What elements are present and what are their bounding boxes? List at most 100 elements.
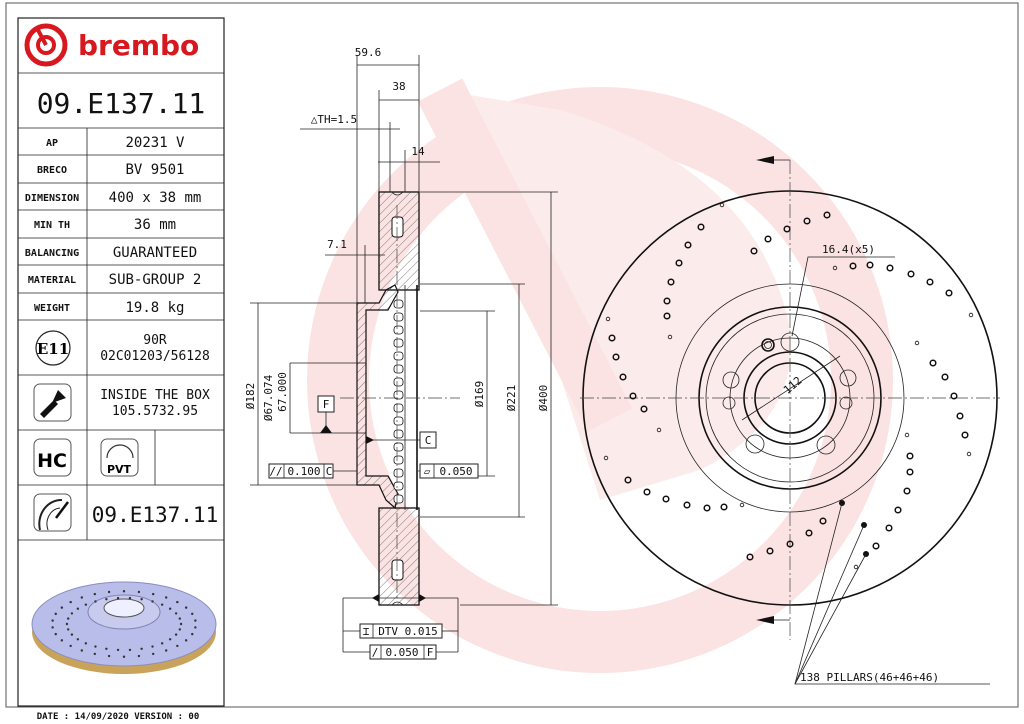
spec-row-breco: BRECO BV 9501 — [37, 162, 185, 178]
drill-hole — [619, 373, 627, 381]
bolt-hole-label: 16.4(x5) — [822, 243, 875, 256]
screws-line1: INSIDE THE BOX — [100, 388, 210, 403]
spec-value: 20231 V — [125, 135, 185, 151]
e11-mark-icon — [35, 330, 71, 366]
drill-hole — [750, 247, 758, 255]
spec-value: 400 x 38 mm — [109, 190, 202, 206]
spec-value: GUARANTEED — [113, 245, 197, 261]
title-block — [17, 17, 225, 707]
drill-hole — [786, 540, 794, 548]
drill-hole — [608, 334, 616, 342]
drill-hole — [906, 468, 914, 476]
drill-hole — [961, 431, 969, 439]
drill-hole — [805, 529, 813, 537]
spec-value: 19.8 kg — [125, 300, 184, 316]
pvt-badge: PVT — [100, 438, 139, 477]
drill-hole — [675, 259, 683, 267]
runout-frame: / 0.050 F — [369, 644, 437, 660]
dim-59-6: 59.6 — [355, 46, 382, 59]
spec-value: 36 mm — [134, 217, 176, 233]
svg-text:⌶: ⌶ — [363, 625, 370, 638]
hub-hat — [356, 284, 399, 510]
approval-line1: 90R — [143, 333, 167, 348]
front-view: 112 16.4(x5) 138 PILLARS(46+46+46) — [580, 156, 1000, 685]
friction-ring-top — [378, 191, 420, 291]
drill-hole-small — [966, 451, 972, 457]
spec-label: AP — [46, 138, 58, 149]
part-number: 09.E137.11 — [37, 87, 206, 120]
dia-182: Ø182 — [244, 383, 257, 410]
screws-row: INSIDE THE BOX 105.5732.95 — [33, 383, 210, 422]
disc-render-image — [31, 581, 217, 674]
drill-hole-small — [603, 455, 609, 461]
dia-221: Ø221 — [505, 385, 518, 412]
drill-hole — [683, 501, 691, 509]
drill-hole — [866, 261, 874, 269]
brembo-logo: brembo — [24, 23, 199, 67]
section-view: 59.6 38 △TH=1.5 14 7.1 Ø182 Ø67.074 67.0… — [244, 46, 558, 660]
bolt-hole — [780, 332, 800, 352]
spec-value: SUB-GROUP 2 — [109, 272, 202, 288]
dia-400: Ø400 — [537, 385, 550, 412]
dtv-frame: ⌶ DTV 0.015 — [359, 623, 443, 639]
bolt-hole — [816, 435, 836, 455]
spec-label: BRECO — [37, 165, 67, 176]
drill-hole — [684, 241, 692, 249]
svg-text:0.100: 0.100 — [287, 465, 320, 478]
drill-hole — [746, 553, 754, 561]
spec-row-ap: AP 20231 V — [46, 135, 185, 151]
drill-hole — [945, 289, 953, 297]
drill-hole — [956, 412, 964, 420]
drill-hole-small — [719, 202, 725, 208]
footer-part-number: 09.E137.11 — [92, 503, 218, 527]
sheet-border — [5, 2, 1019, 708]
drill-hole-small — [904, 432, 910, 438]
delta-th: △TH=1.5 — [311, 113, 357, 126]
drill-hole — [950, 392, 958, 400]
pillars-label: 138 PILLARS(46+46+46) — [800, 671, 939, 684]
date-version: DATE : 14/09/2020 VERSION : 00 — [37, 712, 200, 722]
drill-hole — [885, 524, 893, 532]
dim-14: 14 — [411, 145, 425, 158]
svg-text:/: / — [372, 646, 379, 659]
dia-67-000: 67.000 — [276, 372, 289, 412]
screws-line2: 105.5732.95 — [112, 404, 198, 419]
spec-value: BV 9501 — [125, 162, 184, 178]
bolt-hole — [839, 396, 853, 410]
drill-hole — [823, 211, 831, 219]
drill-hole — [894, 506, 902, 514]
dia-169: Ø169 — [473, 381, 486, 408]
svg-text:HC: HC — [37, 450, 67, 472]
bolt-hole — [745, 434, 765, 454]
approval-row: E11 90R 02C01203/56128 — [35, 330, 210, 366]
drill-hole-small — [853, 564, 859, 570]
dim-7-1: 7.1 — [327, 238, 347, 251]
spec-row-dimension: DIMENSION 400 x 38 mm — [25, 190, 201, 206]
spec-label: DIMENSION — [25, 193, 79, 204]
bolt-hole — [722, 371, 740, 389]
drill-hole — [629, 392, 637, 400]
hc-badge: HC — [33, 438, 72, 477]
drill-hole — [886, 264, 894, 272]
drill-hole-small — [832, 265, 838, 271]
drill-hole — [720, 503, 728, 511]
drill-hole-small — [605, 316, 611, 322]
drill-hole-small — [739, 502, 745, 508]
datum-f: F — [323, 398, 330, 411]
drill-hole-small — [968, 312, 974, 318]
brembo-watermark — [307, 78, 893, 673]
drill-hole — [662, 495, 670, 503]
datum-c: C — [425, 434, 432, 447]
drill-hole — [819, 517, 827, 525]
drill-hole — [643, 488, 651, 496]
dia-67-074: Ø67.074 — [262, 374, 275, 421]
svg-text:0.050: 0.050 — [385, 646, 418, 659]
drill-hole — [663, 297, 671, 305]
drill-hole — [872, 542, 880, 550]
drill-hole — [640, 405, 648, 413]
flatness-frame: ▱ 0.050 — [419, 463, 479, 479]
screw-icon — [33, 383, 72, 422]
drill-hole — [612, 353, 620, 361]
drill-hole — [907, 270, 915, 278]
